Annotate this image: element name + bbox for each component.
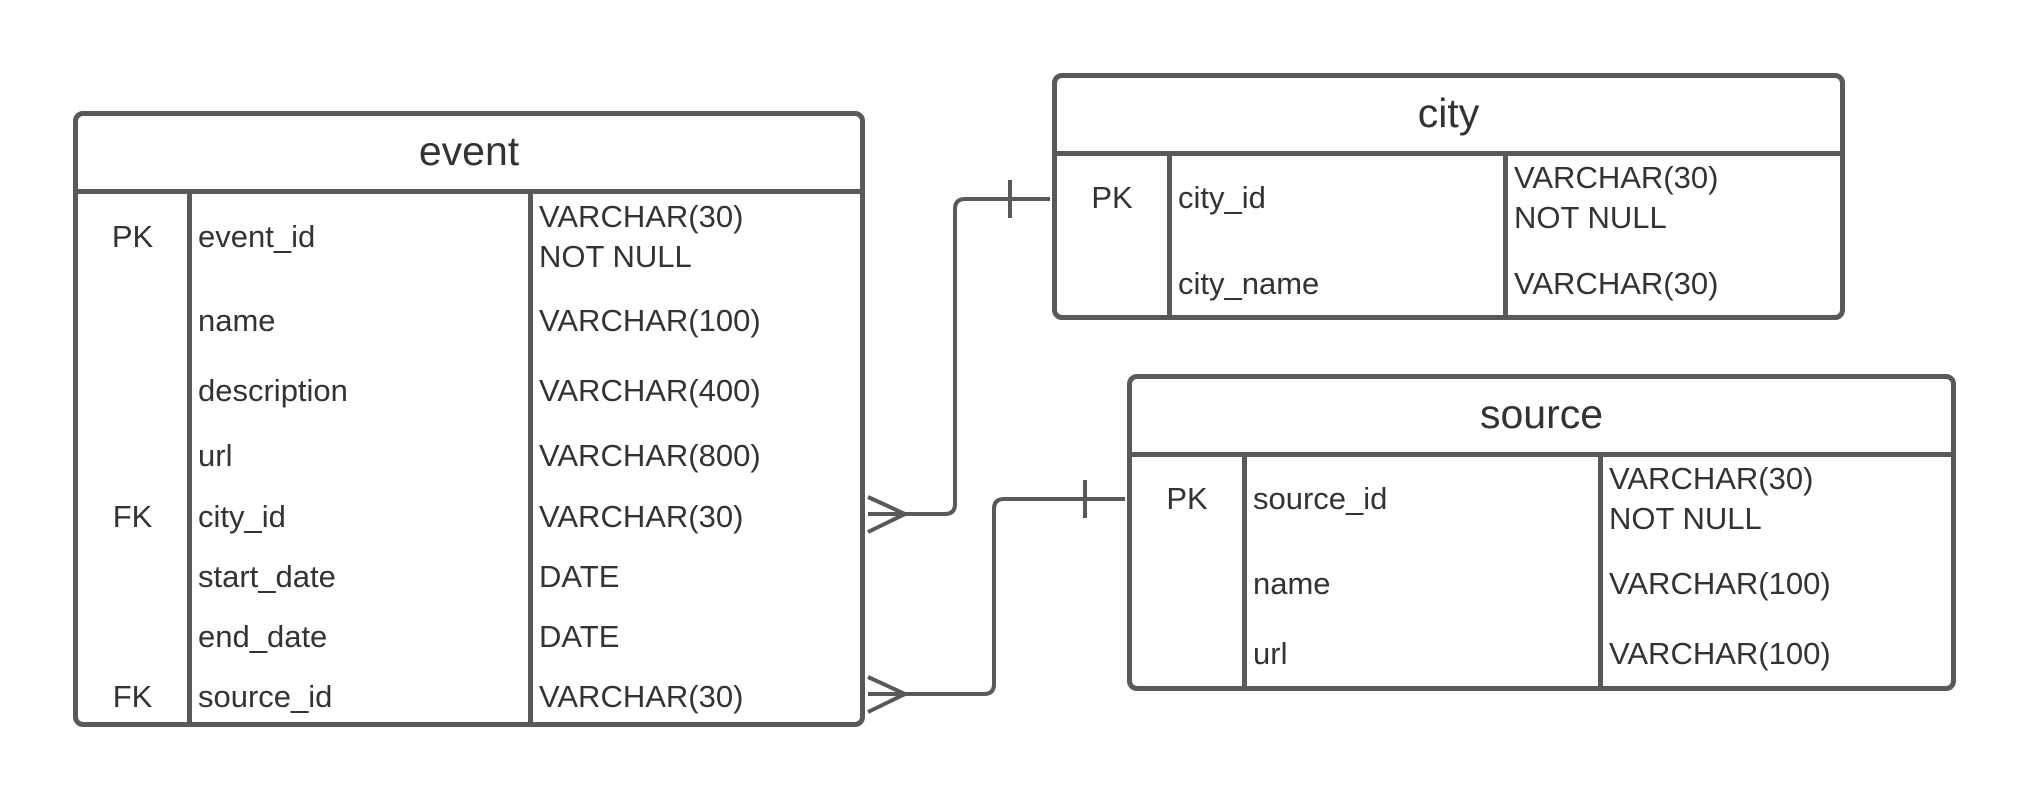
column-name: city_name	[1178, 266, 1320, 301]
event-table[interactable]: event PK event_id VARCHAR(30) NOT NULL n…	[73, 111, 865, 727]
column-type: DATE	[539, 619, 620, 654]
column-type: DATE	[539, 559, 620, 594]
key-label: PK	[1166, 481, 1208, 516]
source-relationship-line	[868, 497, 1125, 696]
column-type: VARCHAR(30)	[539, 499, 744, 534]
key-label: FK	[112, 499, 153, 534]
column-type: VARCHAR(800)	[539, 438, 761, 473]
source-table-title: source	[1132, 379, 1951, 457]
many-crowfoot-city	[867, 495, 910, 534]
divider	[1503, 151, 1508, 315]
divider	[1167, 151, 1172, 315]
key-label: PK	[111, 219, 154, 254]
city-table[interactable]: city PK city_id VARCHAR(30) NOT NULL cit…	[1052, 73, 1845, 320]
column-name: city_id	[198, 499, 286, 534]
city-relationship-line	[868, 197, 1050, 516]
column-type: VARCHAR(30) NOT NULL	[1514, 160, 1719, 235]
divider	[1242, 452, 1247, 686]
key-label: PK	[1091, 180, 1133, 215]
column-type: VARCHAR(30)	[539, 679, 744, 714]
column-type: VARCHAR(100)	[1609, 566, 1831, 601]
source-table[interactable]: source PK source_id VARCHAR(30) NOT NULL…	[1127, 374, 1956, 691]
column-name: city_id	[1178, 180, 1266, 215]
column-type: VARCHAR(30)	[1514, 266, 1719, 301]
column-type: VARCHAR(30) NOT NULL	[1609, 461, 1814, 536]
column-name: url	[1253, 636, 1288, 671]
key-label: FK	[112, 679, 153, 714]
column-name: name	[198, 303, 276, 338]
column-name: description	[198, 373, 348, 408]
column-name: name	[1253, 566, 1331, 601]
city-table-title: city	[1057, 78, 1840, 156]
many-crowfoot-source	[867, 675, 910, 714]
divider	[1598, 452, 1603, 686]
column-name: source_id	[198, 679, 333, 714]
column-name: url	[198, 438, 233, 473]
column-name: event_id	[198, 219, 316, 254]
column-name: source_id	[1253, 481, 1388, 516]
event-table-title: event	[78, 116, 860, 194]
column-type: VARCHAR(100)	[539, 303, 761, 338]
divider	[528, 189, 533, 722]
divider	[187, 189, 192, 722]
column-type: VARCHAR(100)	[1609, 636, 1831, 671]
column-name: start_date	[198, 559, 336, 594]
column-type: VARCHAR(400)	[539, 373, 761, 408]
column-name: end_date	[198, 619, 328, 654]
column-type: VARCHAR(30) NOT NULL	[539, 199, 744, 274]
